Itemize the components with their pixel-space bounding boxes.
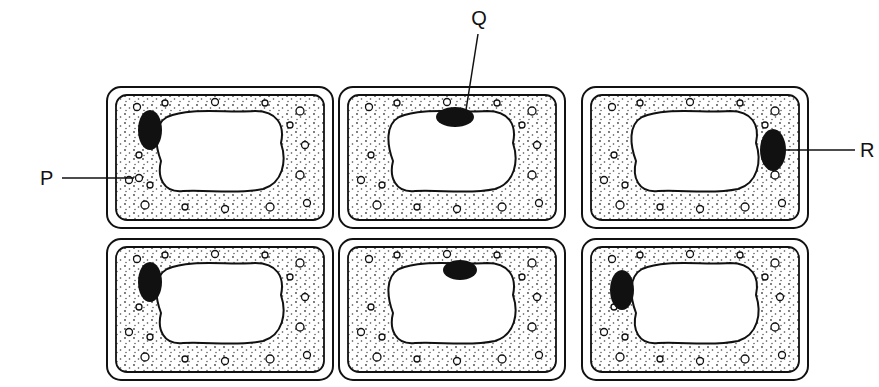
part-label: P [40, 168, 53, 188]
part-label: R [860, 140, 874, 160]
leader-lines [62, 34, 855, 178]
part-label: Q [471, 8, 487, 28]
